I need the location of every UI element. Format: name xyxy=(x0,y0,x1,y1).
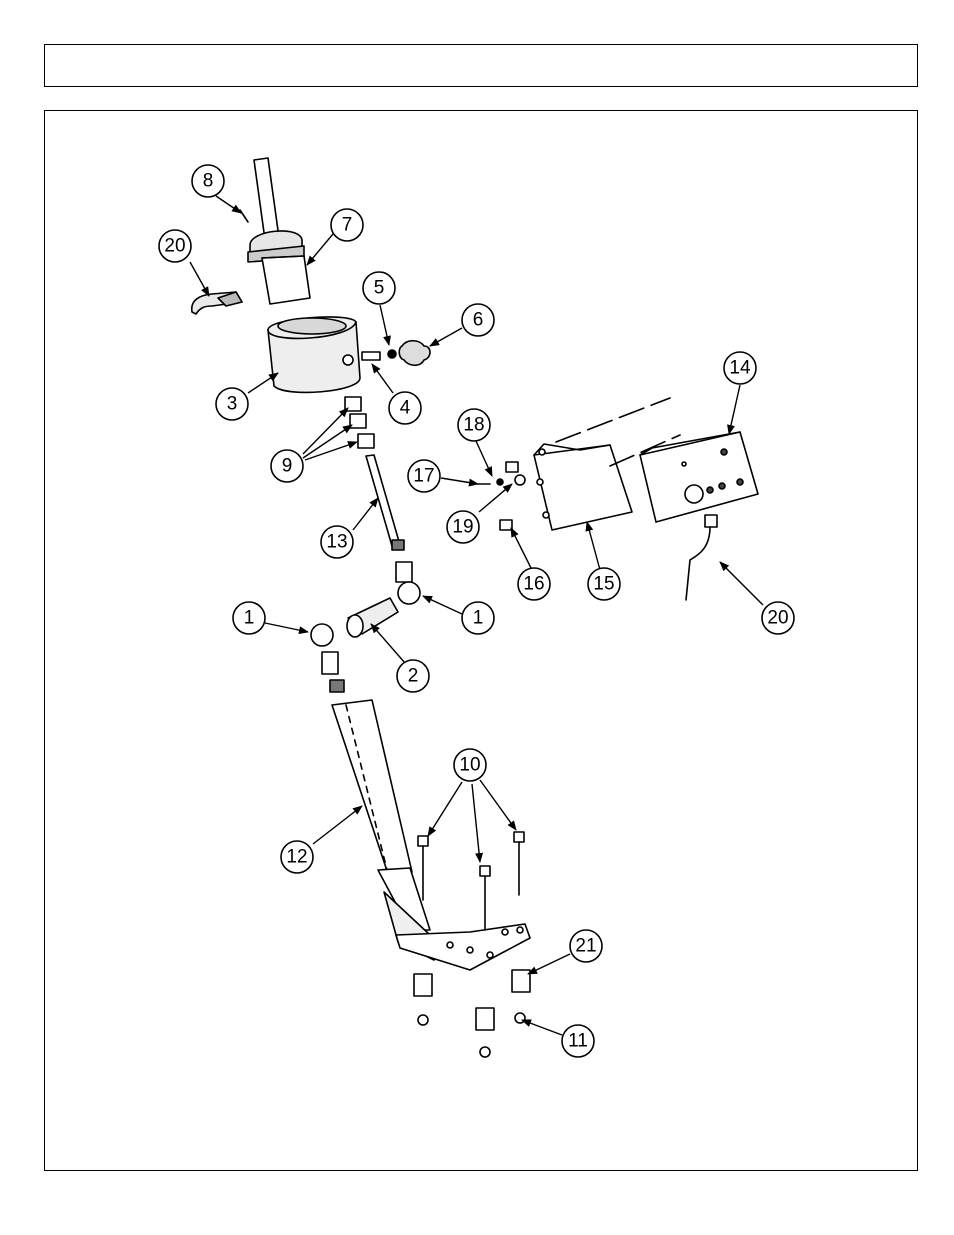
wire-clip-part xyxy=(192,292,242,314)
bushing-part xyxy=(350,414,366,428)
washer-part xyxy=(388,350,396,358)
nut-part xyxy=(515,1013,525,1023)
bushing-part xyxy=(358,434,374,448)
joystick-handle-part xyxy=(248,158,310,304)
svg-text:21: 21 xyxy=(575,936,596,957)
callout-label: 1 xyxy=(462,602,494,634)
svg-text:7: 7 xyxy=(342,215,353,236)
mounting-bracket-part xyxy=(534,444,632,530)
callout-label: 2 xyxy=(397,660,429,692)
svg-text:16: 16 xyxy=(523,574,544,595)
svg-text:1: 1 xyxy=(244,608,255,629)
svg-text:13: 13 xyxy=(326,532,347,553)
callout-label: 9 xyxy=(271,450,303,482)
callout-label: 13 xyxy=(321,526,353,558)
mounting-shaft-part xyxy=(332,700,530,970)
callout-label: 17 xyxy=(408,460,440,492)
callout-label: 16 xyxy=(518,568,550,600)
svg-text:14: 14 xyxy=(729,358,751,379)
callout-label: 21 xyxy=(570,930,602,962)
svg-text:10: 10 xyxy=(459,755,480,776)
callout-label: 11 xyxy=(562,1025,594,1057)
callout-label: 1 xyxy=(233,602,265,634)
spacer-part xyxy=(476,1008,494,1030)
ball-joint-part xyxy=(398,582,420,604)
callout-label: 18 xyxy=(458,409,490,441)
callout-label: 3 xyxy=(216,388,248,420)
svg-text:4: 4 xyxy=(400,398,411,419)
rod-part xyxy=(366,455,400,546)
svg-text:20: 20 xyxy=(164,236,185,257)
pin-part xyxy=(362,352,380,360)
svg-text:12: 12 xyxy=(286,847,307,868)
control-housing-part xyxy=(268,317,360,392)
callout-label: 20 xyxy=(159,230,191,262)
spacer-part xyxy=(414,974,432,996)
svg-text:20: 20 xyxy=(767,608,788,629)
svg-text:9: 9 xyxy=(282,456,293,477)
svg-text:19: 19 xyxy=(452,517,473,538)
callout-label: 8 xyxy=(192,165,224,197)
svg-text:15: 15 xyxy=(593,574,614,595)
nut-part xyxy=(480,1047,490,1057)
svg-text:6: 6 xyxy=(473,310,484,331)
svg-text:1: 1 xyxy=(473,608,484,629)
callout-label: 5 xyxy=(363,272,395,304)
callout-label: 15 xyxy=(588,568,620,600)
svg-text:17: 17 xyxy=(413,466,434,487)
knob-part xyxy=(399,341,430,366)
svg-text:18: 18 xyxy=(463,415,484,436)
callout-label: 12 xyxy=(281,841,313,873)
svg-text:8: 8 xyxy=(203,171,214,192)
svg-text:2: 2 xyxy=(408,666,419,687)
callout-label: 19 xyxy=(447,511,479,543)
callout-label: 14 xyxy=(724,352,756,384)
ball-joint-part xyxy=(311,624,333,646)
callout-label: 4 xyxy=(389,392,421,424)
callout-label: 6 xyxy=(462,304,494,336)
callout-label: 7 xyxy=(331,209,363,241)
control-box-part xyxy=(640,432,758,600)
bolt-part xyxy=(418,832,524,930)
callout-label: 10 xyxy=(454,749,486,781)
nut-part xyxy=(418,1015,428,1025)
spacer-part xyxy=(512,970,530,992)
svg-text:11: 11 xyxy=(568,1031,588,1052)
svg-text:5: 5 xyxy=(374,278,385,299)
callout-label: 20 xyxy=(762,602,794,634)
svg-text:3: 3 xyxy=(227,394,238,415)
